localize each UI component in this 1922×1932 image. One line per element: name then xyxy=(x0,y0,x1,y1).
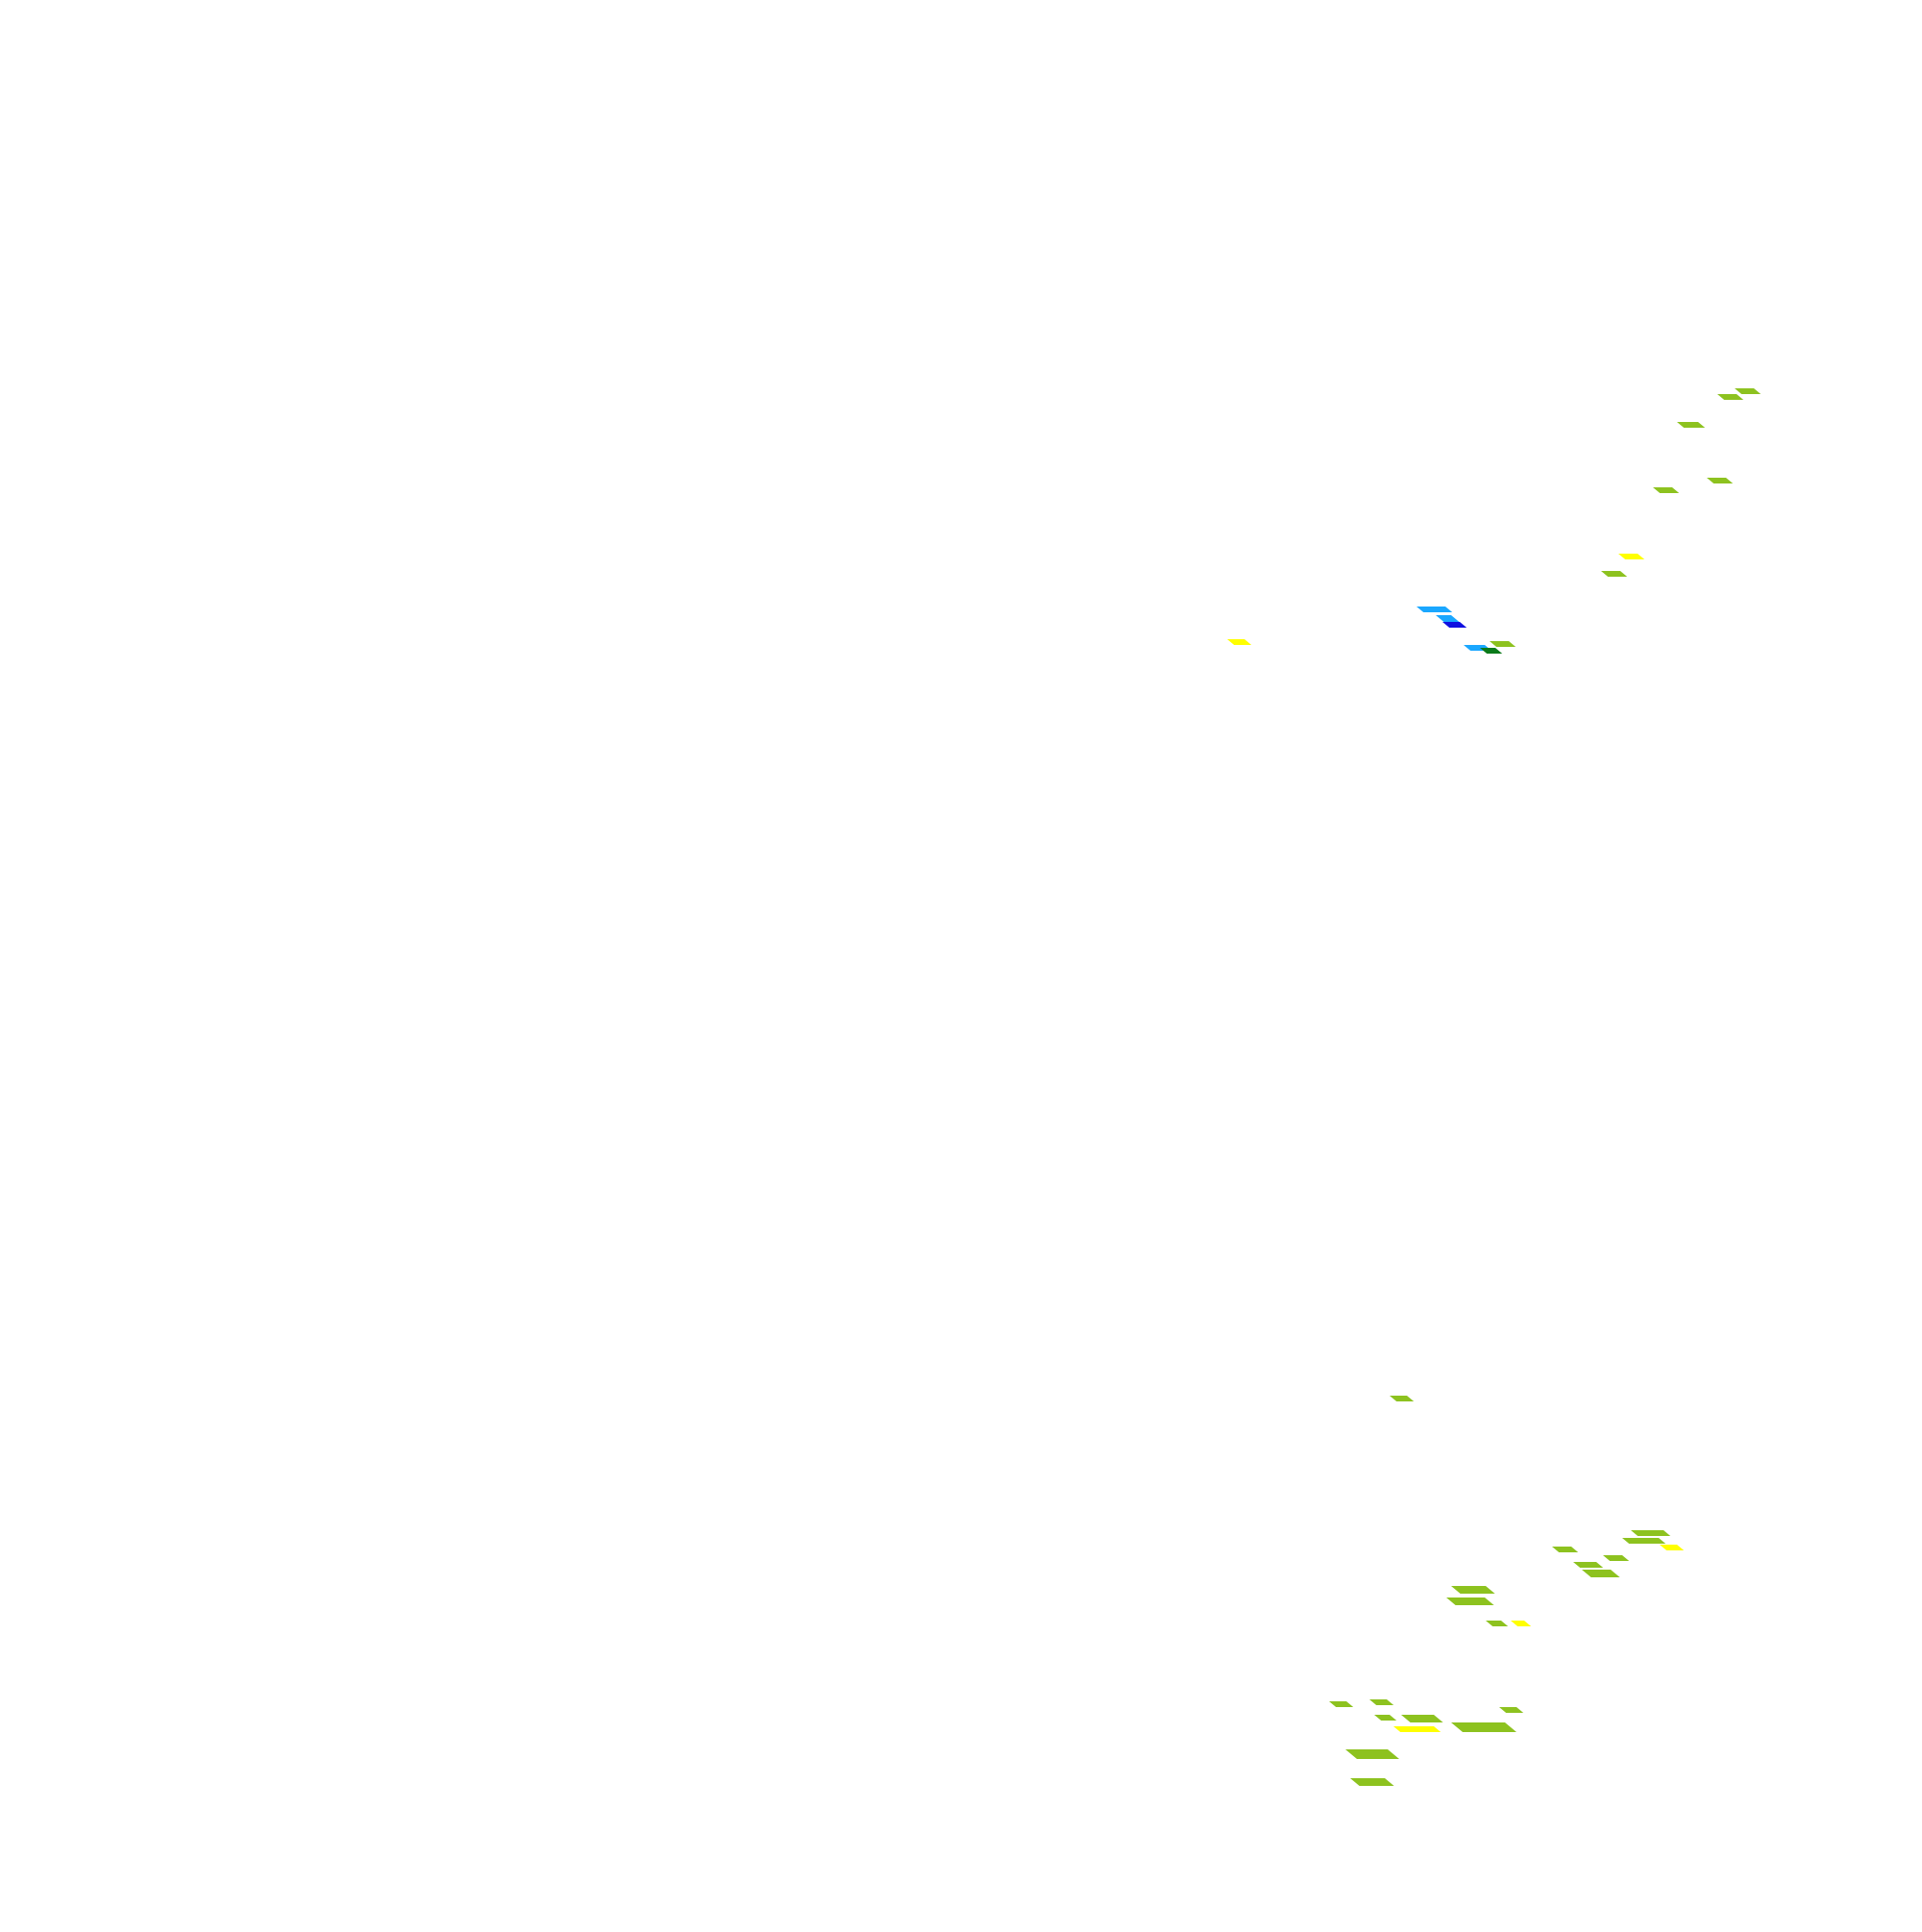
map-cell-light-green xyxy=(1329,1701,1354,1707)
map-cell-light-green xyxy=(1499,1707,1524,1713)
map-cell-dark-green xyxy=(1480,648,1503,654)
map-cell-blue xyxy=(1442,622,1467,628)
map-cell-light-green xyxy=(1622,1538,1666,1544)
map-cell-light-green xyxy=(1653,487,1680,493)
map-cell-yellow xyxy=(1227,639,1252,645)
map-cell-light-green xyxy=(1603,1555,1630,1561)
map-cell-sky-blue xyxy=(1436,615,1461,623)
map-cell-light-green xyxy=(1552,1547,1579,1552)
map-cell-light-green xyxy=(1582,1570,1620,1577)
map-cell-yellow xyxy=(1618,554,1645,559)
map-cell-light-green xyxy=(1451,1722,1516,1732)
map-cells xyxy=(1227,388,1762,1786)
map-cell-yellow xyxy=(1393,1726,1442,1732)
map-cell-light-green xyxy=(1369,1699,1394,1705)
map-cell-light-green xyxy=(1707,478,1734,483)
map-cell-light-green xyxy=(1374,1715,1397,1721)
map-cell-light-green xyxy=(1451,1586,1495,1594)
map-cell-light-green xyxy=(1631,1530,1671,1536)
map-cell-yellow xyxy=(1511,1621,1532,1626)
map-cell-light-green xyxy=(1735,388,1762,394)
map-cell-light-green xyxy=(1401,1715,1443,1722)
map-cell-light-green xyxy=(1446,1598,1494,1605)
map-cell-light-green xyxy=(1717,394,1744,400)
map-cell-light-green xyxy=(1573,1562,1604,1568)
map-cell-sky-blue xyxy=(1417,607,1453,612)
map-cell-light-green xyxy=(1390,1396,1415,1401)
map-cell-light-green xyxy=(1601,571,1628,577)
map-cell-light-green xyxy=(1345,1749,1399,1759)
map-cell-light-green xyxy=(1490,641,1516,647)
map-cell-yellow xyxy=(1660,1545,1685,1550)
map-cell-light-green xyxy=(1350,1778,1394,1786)
map-cell-light-green xyxy=(1677,422,1706,428)
map-cell-light-green xyxy=(1486,1621,1509,1626)
